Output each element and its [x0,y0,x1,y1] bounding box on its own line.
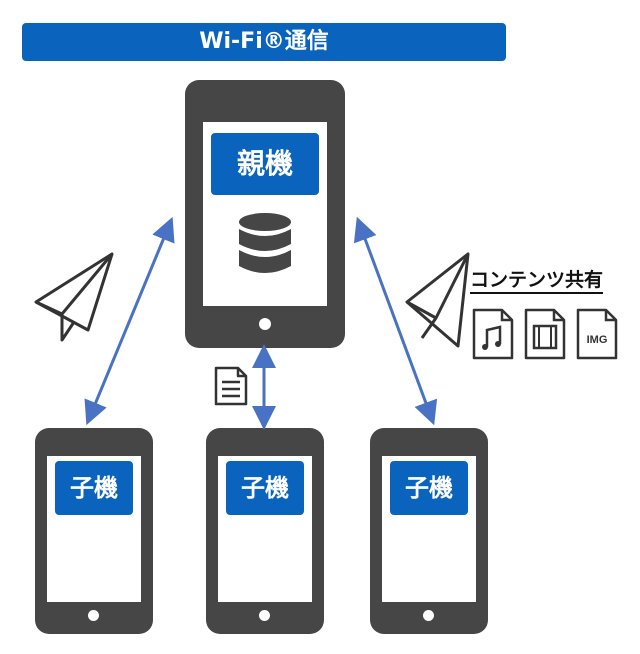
parent-device-label: 親機 [211,133,319,195]
child-home-button [423,610,434,621]
image-file-label: IMG [587,334,608,346]
document-icon [214,366,248,406]
video-file-icon [524,308,566,360]
child-device-label-3: 子機 [390,461,468,515]
child-home-button [259,610,270,621]
child-device-label-2: 子機 [226,461,304,515]
double-arrow-icon [353,216,438,426]
paper-plane-icon [34,252,114,342]
paper-plane-icon [405,252,470,348]
music-file-icon [472,308,514,360]
wifi-banner: Wi-Fi®通信 [22,23,506,61]
child-home-button [88,610,99,621]
child-device-label-1: 子機 [55,461,133,515]
parent-home-button [259,318,271,330]
double-arrow-icon [84,216,175,426]
content-sharing-label: コンテンツ共有 [470,268,604,294]
image-file-icon: IMG [576,308,618,360]
